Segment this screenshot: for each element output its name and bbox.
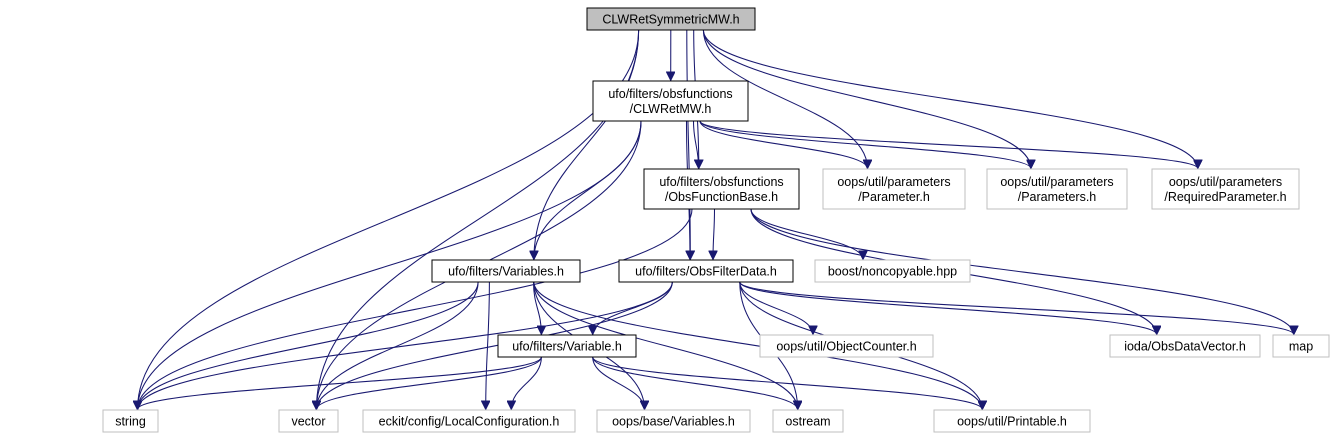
node-string: string [102,409,159,433]
node-obsdatavector-label-line-1: ioda/ObsDataVector.h [1124,340,1246,354]
edge-clwretmw-to-requiredparameter [699,120,1198,169]
node-map: map [1272,334,1330,358]
node-basevariables: oops/base/Variables.h [596,409,751,433]
node-parameter-label-line-1: oops/util/parameters [837,175,950,189]
node-vector-label-line-1: vector [291,415,325,429]
edge-root-to-parameters [702,29,1031,169]
edge-clwretmw-to-parameters [699,120,1031,169]
node-obsfunctionbase[interactable]: ufo/filters/obsfunctions/ObsFunctionBase… [643,168,800,210]
edge-obsfilterdata-to-map [739,281,1294,335]
node-obsfunctionbase-label-line-2: /ObsFunctionBase.h [665,190,778,204]
node-variable-label-line-1: ufo/filters/Variable.h [512,340,622,354]
node-parameter-box [822,168,966,210]
node-localconfiguration-box [362,409,576,433]
edge-obsfilterdata-to-obsdatavector [739,281,1157,335]
node-variables[interactable]: ufo/filters/Variables.h [431,259,581,283]
node-variables-label-line-1: ufo/filters/Variables.h [448,265,564,279]
node-variable[interactable]: ufo/filters/Variable.h [497,334,637,358]
edge-obsfunctionbase-to-noncopyable [750,208,863,260]
node-variable-box [497,334,637,358]
edge-obsfilterdata-to-objectcounter [739,281,813,335]
node-clwretmw[interactable]: ufo/filters/obsfunctions/CLWRetMW.h [592,80,749,122]
node-noncopyable-box [814,259,971,283]
node-requiredparameter-box [1151,168,1300,210]
node-objectcounter: oops/util/ObjectCounter.h [759,334,934,358]
node-objectcounter-label-line-1: oops/util/ObjectCounter.h [776,340,916,354]
node-string-label-line-1: string [115,415,146,429]
node-parameters: oops/util/parameters/Parameters.h [986,168,1128,210]
node-basevariables-box [596,409,751,433]
edge-variable-to-printable [592,356,983,410]
edge-clwretmw-to-parameter [699,120,868,169]
edge-obsfilterdata-to-string [138,281,673,410]
node-parameters-label-line-2: /Parameters.h [1018,190,1097,204]
node-parameter: oops/util/parameters/Parameter.h [822,168,966,210]
node-parameter-label-line-2: /Parameter.h [858,190,930,204]
node-string-box [102,409,159,433]
node-obsdatavector: ioda/ObsDataVector.h [1109,334,1261,358]
node-printable-box [933,409,1091,433]
node-noncopyable-label-line-1: boost/noncopyable.hpp [828,265,957,279]
edge-clwretmw-to-variables [534,120,642,260]
edge-variable-to-basevariables [592,356,645,410]
node-root-box [586,7,756,31]
edge-variable-to-string [138,356,542,410]
dependency-edges [138,29,1294,410]
node-root[interactable]: CLWRetSymmetricMW.h [586,7,756,31]
dependency-nodes: CLWRetSymmetricMW.h ufo/filters/obsfuncti… [102,7,1330,433]
node-obsfilterdata-label-line-1: ufo/filters/ObsFilterData.h [635,265,777,279]
node-requiredparameter-label-line-2: /RequiredParameter.h [1164,190,1286,204]
node-variables-box [431,259,581,283]
edge-root-to-requiredparameter [702,29,1197,169]
node-obsdatavector-box [1109,334,1261,358]
node-noncopyable: boost/noncopyable.hpp [814,259,971,283]
node-vector: vector [278,409,339,433]
node-obsfunctionbase-label-line-1: ufo/filters/obsfunctions [659,175,783,189]
node-clwretmw-label-line-1: ufo/filters/obsfunctions [608,87,732,101]
edge-obsfunctionbase-to-obsfilterdata [713,208,715,260]
edge-variables-to-string [138,281,479,410]
node-clwretmw-box [592,80,749,122]
node-ostream-box [772,409,844,433]
node-printable-label-line-1: oops/util/Printable.h [957,415,1067,429]
edge-obsfilterdata-to-variable [593,281,673,335]
node-obsfilterdata-box [618,259,794,283]
edge-variables-to-ostream [533,281,798,410]
node-clwretmw-label-line-2: /CLWRetMW.h [630,102,712,116]
node-objectcounter-box [759,334,934,358]
node-vector-box [278,409,339,433]
edge-root-to-variables [534,29,640,260]
node-localconfiguration: eckit/config/LocalConfiguration.h [362,409,576,433]
edge-root-to-obsfilterdata [687,29,691,260]
node-localconfiguration-label-line-1: eckit/config/LocalConfiguration.h [379,415,560,429]
node-root-label-line-1: CLWRetSymmetricMW.h [602,13,739,27]
node-requiredparameter: oops/util/parameters/RequiredParameter.h [1151,168,1300,210]
node-printable: oops/util/Printable.h [933,409,1091,433]
edge-obsfunctionbase-to-string [138,208,693,410]
node-requiredparameter-label-line-1: oops/util/parameters [1169,175,1282,189]
node-parameters-box [986,168,1128,210]
node-obsfilterdata[interactable]: ufo/filters/ObsFilterData.h [618,259,794,283]
edge-variables-to-vector [316,281,479,410]
node-ostream: ostream [772,409,844,433]
edge-root-to-parameter [702,29,867,169]
edge-obsfilterdata-to-vector [316,281,673,410]
edge-variables-to-printable [533,281,982,410]
edge-variable-to-localconfiguration [511,356,542,410]
edge-variable-to-ostream [592,356,798,410]
node-map-label-line-1: map [1289,340,1313,354]
node-ostream-label-line-1: ostream [785,415,830,429]
edge-variables-to-localconfiguration [486,281,490,410]
node-parameters-label-line-1: oops/util/parameters [1000,175,1113,189]
edge-obsfunctionbase-to-map [750,208,1294,335]
edge-variable-to-vector [316,356,542,410]
node-obsfunctionbase-box [643,168,800,210]
node-map-box [1272,334,1330,358]
node-basevariables-label-line-1: oops/base/Variables.h [612,415,735,429]
edge-clwretmw-to-obsfunctionbase [692,120,699,169]
